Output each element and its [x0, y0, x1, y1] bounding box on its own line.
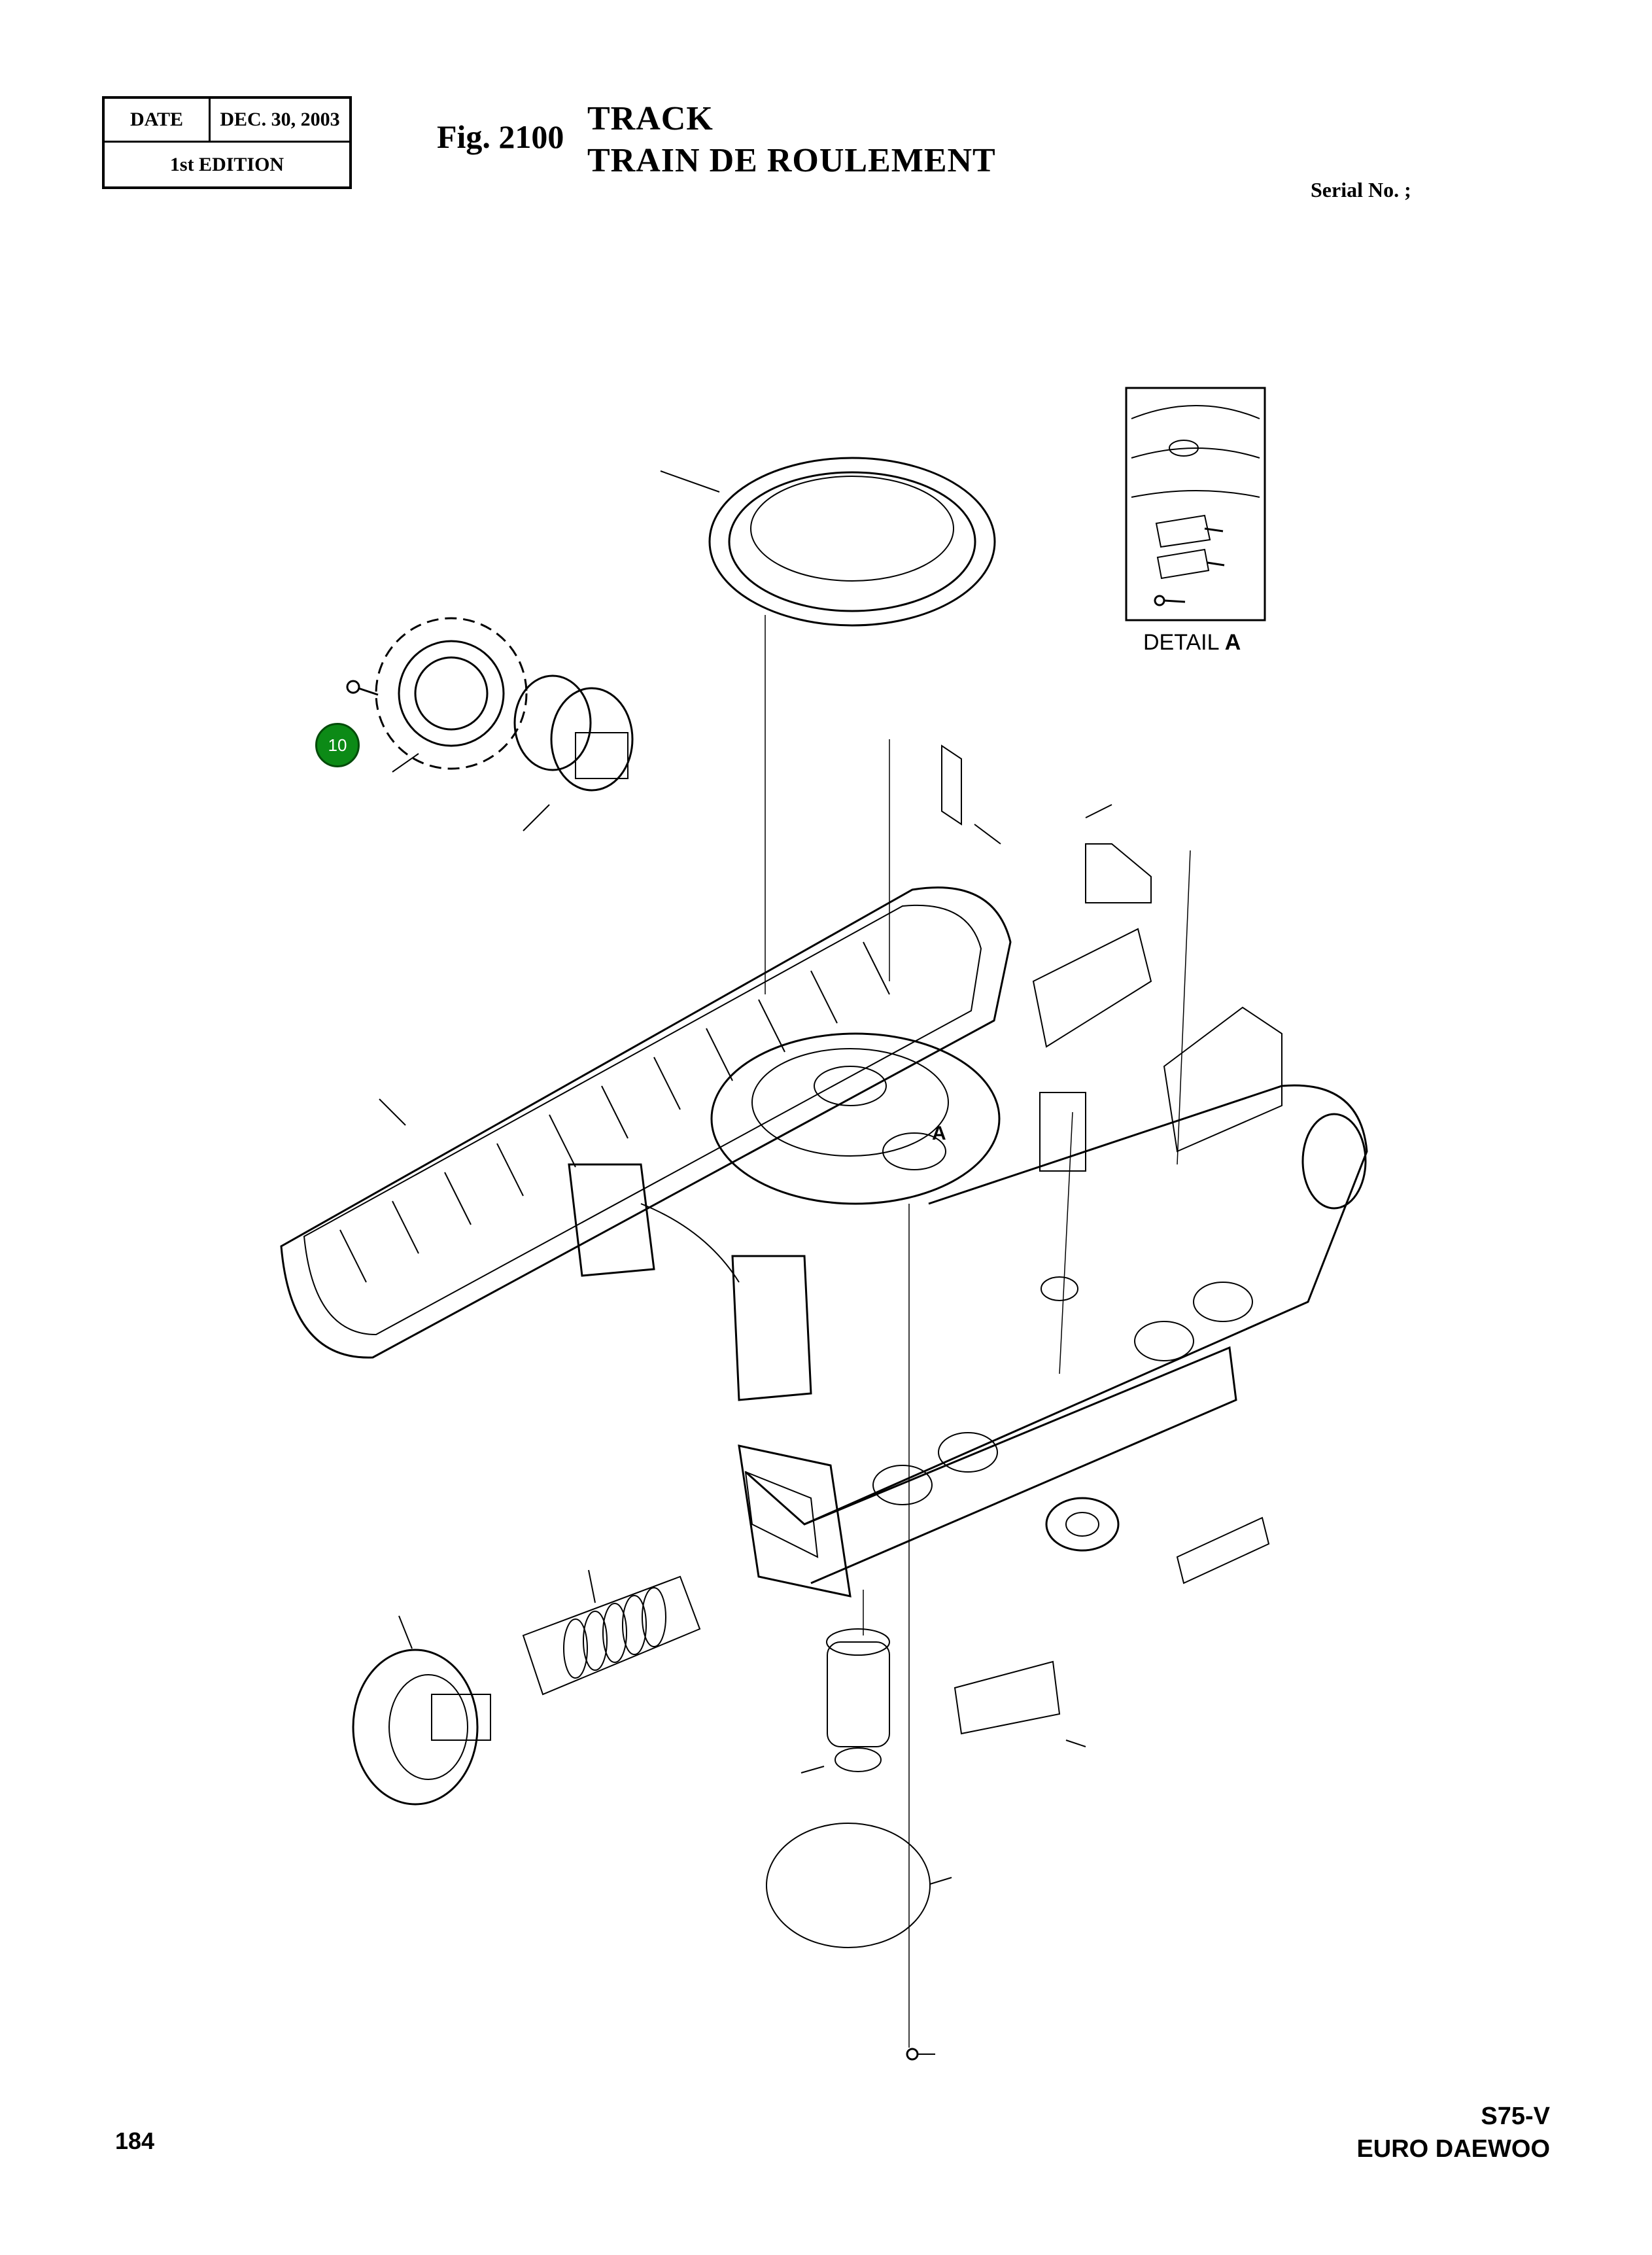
brand-name: EURO DAEWOO: [1356, 2135, 1550, 2163]
date-value: DEC. 30, 2003: [211, 99, 349, 143]
detail-a-inset: DETAIL A: [1125, 387, 1266, 655]
bottom-cover: [766, 1823, 952, 2061]
edition-label: 1st EDITION: [169, 153, 284, 175]
rollers-guard-swivel: [800, 1497, 1270, 1774]
view-marker-a: A: [932, 1123, 946, 1144]
model-block: S75-V EURO DAEWOO: [1356, 2100, 1550, 2165]
date-label: DATE: [105, 99, 211, 143]
date-box: DATE DEC. 30, 2003 1st EDITION: [102, 96, 352, 189]
idler-and-recoil-spring: [352, 1569, 701, 1806]
swing-bearing: [660, 457, 996, 627]
covers-and-brackets: [941, 744, 1282, 1153]
model-name: S75-V: [1481, 2103, 1550, 2130]
serial-number-label: Serial No. ;: [1311, 178, 1411, 201]
sprocket-and-travel-motor: [346, 617, 634, 831]
page-title-french: TRAIN DE ROULEMENT: [587, 142, 996, 179]
track-frame: A: [568, 1032, 1368, 1598]
assembly-centerlines: [765, 615, 1191, 2048]
page-title-english: TRACK: [587, 100, 714, 137]
detail-a-label: DETAIL A: [1143, 630, 1241, 655]
figure-number: Fig. 2100: [437, 118, 564, 155]
callout-marker-10[interactable]: 10: [315, 723, 360, 767]
page-number: 184: [115, 2127, 155, 2154]
track-chain: [280, 886, 1012, 1359]
